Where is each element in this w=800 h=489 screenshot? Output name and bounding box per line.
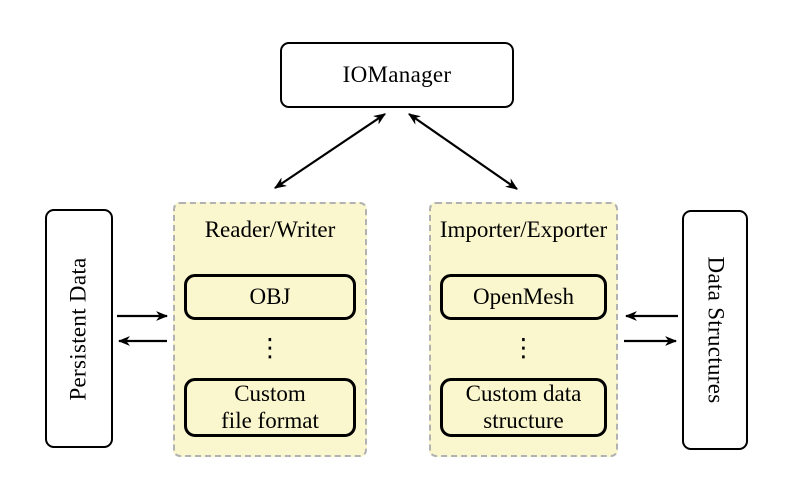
importer-exporter-title: Importer/Exporter bbox=[439, 217, 608, 242]
custom-data-structure-label: Custom data structure bbox=[465, 381, 582, 433]
openmesh-label: OpenMesh bbox=[473, 283, 574, 309]
vertical-ellipsis-icon: ⋮ bbox=[511, 333, 536, 362]
reader-writer-title: Reader/Writer bbox=[204, 217, 336, 242]
vertical-ellipsis-icon: ⋮ bbox=[257, 333, 283, 362]
arrow-iomanager-reader-writer bbox=[275, 113, 385, 189]
persistent-data-label: Persistent Data bbox=[66, 256, 92, 401]
node-custom-file-format: Custom file format bbox=[184, 378, 356, 437]
obj-label: OBJ bbox=[249, 283, 291, 309]
node-custom-data-structure: Custom data structure bbox=[440, 378, 607, 437]
custom-file-format-label: Custom file format bbox=[221, 381, 319, 433]
node-data-structures: Data Structures bbox=[682, 210, 748, 450]
node-persistent-data: Persistent Data bbox=[45, 209, 113, 448]
node-openmesh: OpenMesh bbox=[440, 274, 607, 320]
panel-importer-exporter: Importer/Exporter OpenMesh ⋮ Custom data… bbox=[429, 202, 618, 457]
node-obj: OBJ bbox=[184, 274, 356, 320]
panel-reader-writer: Reader/Writer OBJ ⋮ Custom file format bbox=[173, 202, 367, 457]
arrow-iomanager-importer-exporter bbox=[409, 113, 517, 190]
data-structures-label: Data Structures bbox=[703, 256, 728, 404]
iomanager-label: IOManager bbox=[342, 62, 452, 87]
node-iomanager: IOManager bbox=[280, 42, 514, 108]
